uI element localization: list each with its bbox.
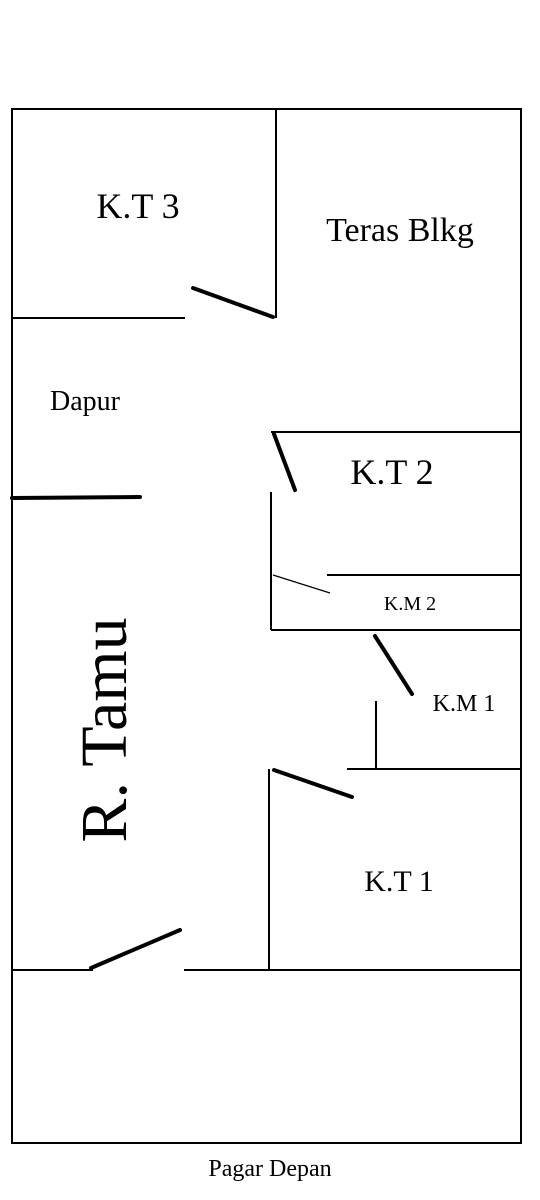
kt1-door bbox=[272, 768, 354, 799]
km1-door bbox=[373, 634, 414, 696]
kt3-door bbox=[191, 286, 275, 319]
label-kt1: K.T 1 bbox=[364, 865, 433, 898]
dapur-partition bbox=[10, 495, 142, 500]
label-dapur: Dapur bbox=[50, 386, 121, 417]
label-tamu: R. Tamu bbox=[68, 617, 141, 842]
label-km1: K.M 1 bbox=[433, 691, 496, 717]
label-kt3: K.T 3 bbox=[96, 186, 179, 226]
kt2-door bbox=[272, 432, 297, 492]
main-door bbox=[89, 928, 182, 970]
label-teras: Teras Blkg bbox=[326, 212, 474, 249]
outer-wall bbox=[11, 108, 522, 1144]
km2-door bbox=[272, 574, 331, 594]
label-kt2: K.T 2 bbox=[350, 452, 433, 492]
label-km2: K.M 2 bbox=[384, 593, 436, 615]
label-pagar-depan: Pagar Depan bbox=[208, 1156, 331, 1182]
